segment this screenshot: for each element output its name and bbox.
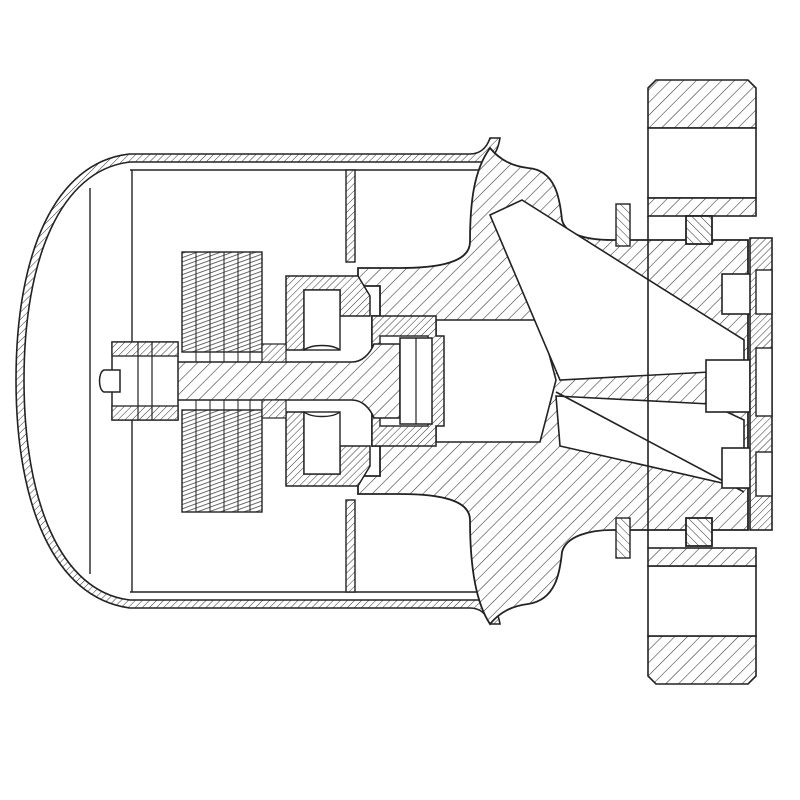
- end-plate-slot-top: [755, 269, 773, 315]
- nut-bottom-band: [111, 405, 179, 421]
- collar-bottom: [647, 635, 757, 685]
- partition-plate-lower: [345, 499, 356, 593]
- end-plate: [749, 237, 773, 531]
- shaft-spacers: [261, 343, 287, 419]
- disc-stack-lower: [181, 409, 263, 513]
- lower-pocket: [721, 447, 753, 489]
- hub-cavity: [435, 319, 557, 443]
- main-shaft: [119, 337, 433, 425]
- shaft-nut: [98, 341, 179, 421]
- collar-top: [647, 79, 757, 129]
- screw-head: [98, 369, 121, 393]
- bearing-inner-lower: [303, 411, 341, 475]
- bearing-housing: [285, 275, 371, 487]
- end-plate-slot-mid: [755, 347, 773, 417]
- disc-stack-upper: [181, 251, 263, 353]
- channel-edge: [555, 391, 745, 493]
- bearing-curve-upper: [303, 344, 341, 351]
- disc-stack: [181, 251, 263, 513]
- hub-casting: [357, 146, 753, 626]
- partition-plate: [345, 169, 356, 593]
- retaining-pins: [615, 203, 631, 559]
- nut-top-band: [111, 341, 179, 357]
- collar-top-flange: [647, 197, 757, 217]
- nozzle-bore: [705, 359, 751, 413]
- o-ring-bottom: [685, 517, 713, 547]
- bearing-inner-upper: [303, 289, 341, 351]
- pin-bottom: [615, 517, 631, 559]
- bearing-curve-lower: [303, 411, 341, 418]
- collar-bottom-inner: [647, 565, 757, 637]
- spacer-lower: [261, 399, 287, 419]
- collar-bottom-flange: [647, 547, 757, 567]
- spacer-upper: [261, 343, 287, 363]
- drive-collar: [647, 79, 757, 685]
- end-plate-slot-bottom: [755, 451, 773, 497]
- o-rings: [685, 215, 713, 547]
- partition-plate-upper: [345, 169, 356, 263]
- pin-top: [615, 203, 631, 247]
- collar-top-inner: [647, 127, 757, 199]
- upper-pocket: [721, 273, 753, 315]
- o-ring-top: [685, 215, 713, 245]
- bowl-shell: [15, 137, 501, 625]
